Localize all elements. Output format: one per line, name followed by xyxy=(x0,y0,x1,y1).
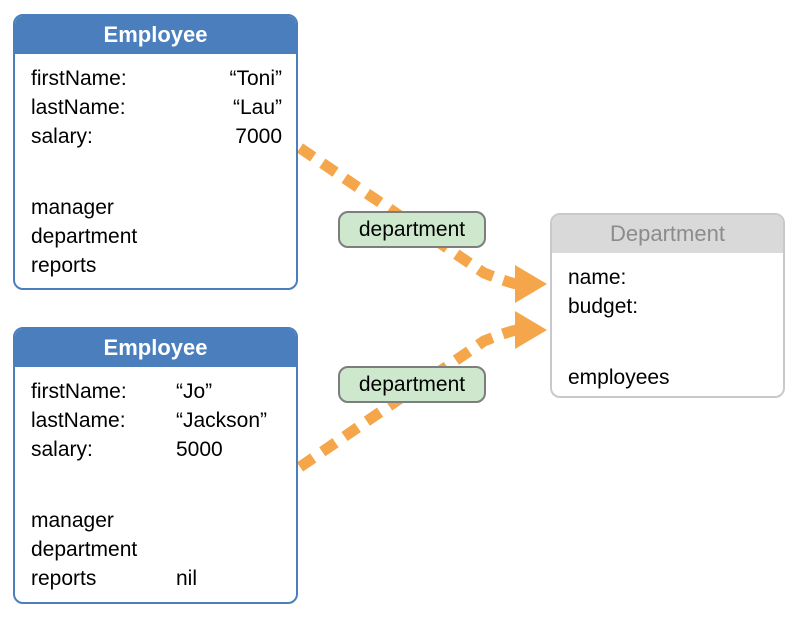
department-object: Department name: budget: employees xyxy=(550,213,785,398)
attribute-row: firstName: “Toni” xyxy=(31,64,282,93)
attribute-value: “Jackson” xyxy=(176,409,268,432)
attribute-row: salary: 5000 xyxy=(31,435,282,464)
relationship-label-text: department xyxy=(358,372,466,396)
relationship-row: department xyxy=(31,535,282,564)
row-spacer xyxy=(568,321,769,363)
attribute-name: firstName: xyxy=(31,380,127,403)
arrowhead-icon-2 xyxy=(515,311,547,349)
employee-2-title: Employee xyxy=(15,329,296,369)
attribute-name: name: xyxy=(568,266,627,289)
relationship-row: manager xyxy=(31,506,282,535)
attribute-row: lastName: “Jackson” xyxy=(31,406,282,435)
attribute-name: salary: xyxy=(31,438,93,461)
relationship-label-1: department xyxy=(338,211,486,248)
attribute-value: “Toni” xyxy=(229,67,282,90)
attribute-row: name: xyxy=(568,263,769,292)
attribute-name: lastName: xyxy=(31,96,126,119)
employee-1-title: Employee xyxy=(15,16,296,56)
relationship-label-text: department xyxy=(358,217,466,241)
relationship-row: reports xyxy=(31,251,282,280)
employee-1-body: firstName: “Toni” lastName: “Lau” salary… xyxy=(15,56,296,280)
attribute-name: budget: xyxy=(568,295,639,318)
attribute-value: “Jo” xyxy=(176,380,213,403)
attribute-row: lastName: “Lau” xyxy=(31,93,282,122)
relationship-name: department xyxy=(31,225,138,248)
attribute-value: 7000 xyxy=(235,125,282,148)
relationship-value: nil xyxy=(176,567,198,590)
relationship-row: manager xyxy=(31,193,282,222)
relationship-value xyxy=(176,193,282,222)
row-spacer xyxy=(31,464,282,506)
relationship-name: department xyxy=(31,538,138,561)
employee-2-body: firstName: “Jo” lastName: “Jackson” sala… xyxy=(15,369,296,593)
relationship-name: manager xyxy=(31,196,114,219)
relationship-name: employees xyxy=(568,366,670,389)
attribute-name: lastName: xyxy=(31,409,126,432)
attribute-row: budget: xyxy=(568,292,769,321)
department-title: Department xyxy=(552,215,783,255)
relationship-name: reports xyxy=(31,567,97,590)
relationship-value xyxy=(176,222,282,251)
relationship-name: reports xyxy=(31,254,97,277)
attribute-name: firstName: xyxy=(31,67,127,90)
relationship-value xyxy=(176,251,282,280)
employee-object-1: Employee firstName: “Toni” lastName: “La… xyxy=(13,14,298,290)
relationship-name: manager xyxy=(31,509,114,532)
attribute-value: “Lau” xyxy=(232,96,282,119)
employee-object-2: Employee firstName: “Jo” lastName: “Jack… xyxy=(13,327,298,604)
attribute-row: salary: 7000 xyxy=(31,122,282,151)
attribute-value: 5000 xyxy=(176,438,223,461)
department-body: name: budget: employees xyxy=(552,255,783,392)
attribute-name: salary: xyxy=(31,125,93,148)
arrowhead-icon-1 xyxy=(515,265,547,303)
relationship-row: reports nil xyxy=(31,564,282,593)
relationship-row: department xyxy=(31,222,282,251)
attribute-row: firstName: “Jo” xyxy=(31,377,282,406)
relationship-label-2: department xyxy=(338,366,486,403)
row-spacer xyxy=(31,151,282,193)
relationship-row: employees xyxy=(568,363,769,392)
